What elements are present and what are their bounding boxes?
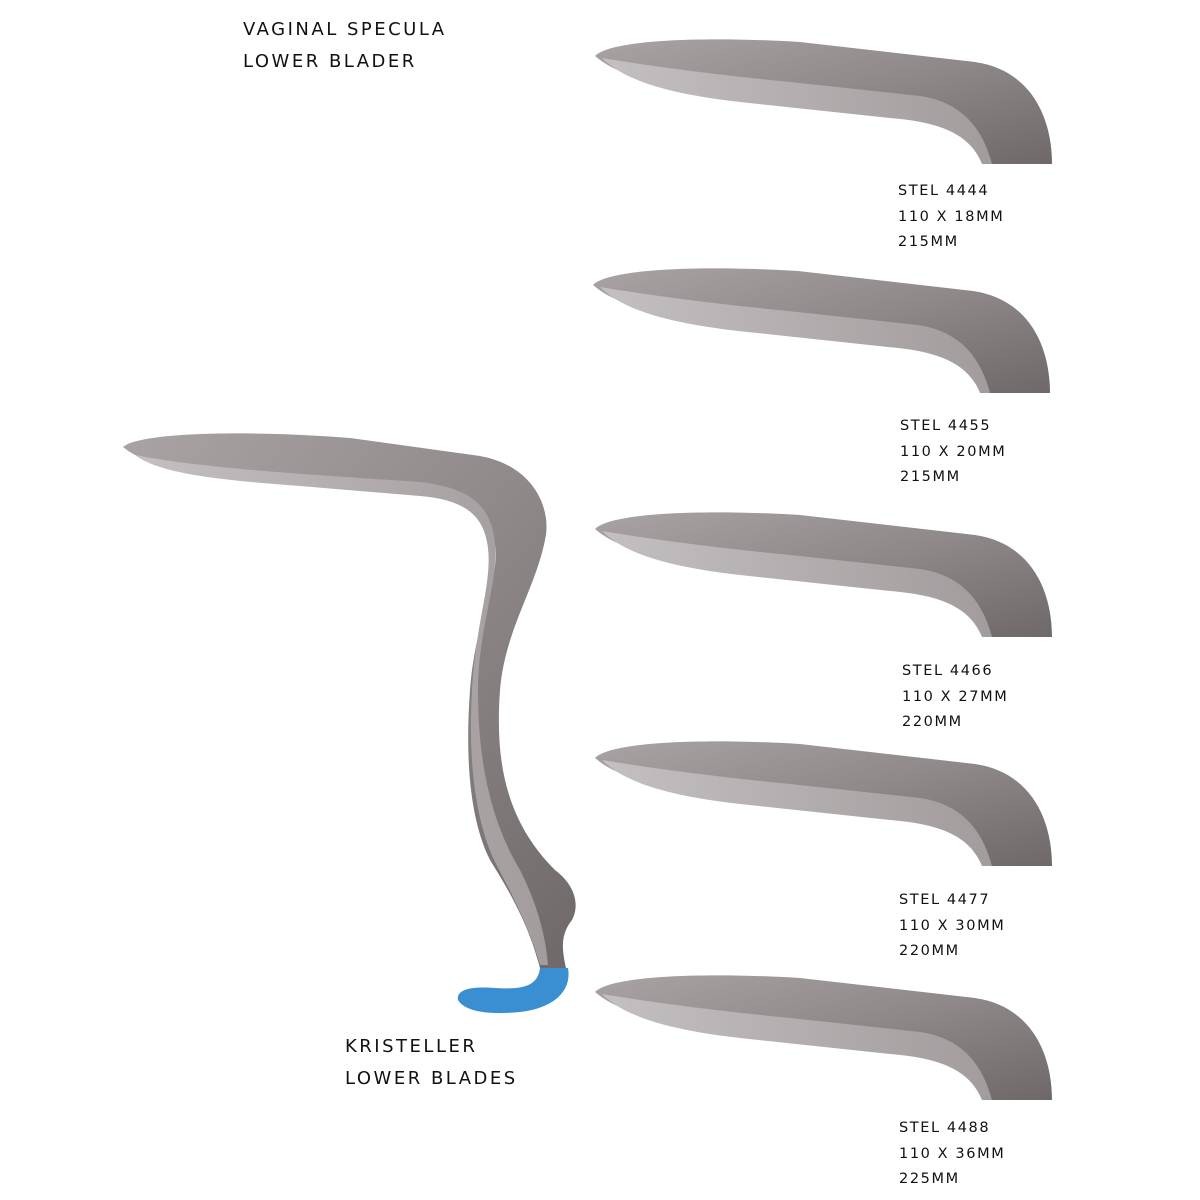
product-length: 215MM — [898, 234, 959, 250]
blade-image-stel-4477 — [595, 741, 1052, 866]
product-size: 110 X 20MM — [900, 443, 1007, 460]
blade-image-stel-4444 — [595, 39, 1052, 164]
product-spec: STEL 4488 110 X 36MM 225MM — [899, 1116, 1005, 1193]
product-size: 110 X 18MM — [898, 208, 1005, 225]
product-spec: STEL 4477 110 X 30MM 220MM — [899, 888, 1005, 965]
kristeller-blade-image — [123, 433, 576, 1014]
heading-line-1: VAGINAL SPECULA — [243, 19, 447, 40]
kristeller-line-1: KRISTELLER — [345, 1036, 478, 1057]
product-code: STEL 4466 — [902, 663, 994, 679]
product-length: 215MM — [900, 469, 961, 485]
product-code: STEL 4444 — [898, 183, 990, 199]
product-length: 220MM — [899, 943, 960, 959]
kristeller-line-2: LOWER BLADES — [345, 1068, 518, 1089]
heading-line-2: LOWER BLADER — [243, 51, 417, 72]
product-size: 110 X 30MM — [899, 917, 1006, 934]
product-size: 110 X 27MM — [902, 688, 1009, 705]
product-spec: STEL 4455 110 X 20MM 215MM — [900, 414, 1006, 491]
product-spec: STEL 4466 110 X 27MM 220MM — [902, 659, 1008, 736]
product-spec: STEL 4444 110 X 18MM 215MM — [898, 179, 1004, 256]
product-code: STEL 4455 — [900, 418, 992, 434]
product-code: STEL 4477 — [899, 892, 991, 908]
catalog-heading: VAGINAL SPECULA LOWER BLADER — [243, 14, 447, 78]
kristeller-label: KRISTELLER LOWER BLADES — [345, 1031, 518, 1095]
kristeller-handle — [457, 968, 569, 1014]
product-length: 220MM — [902, 714, 963, 730]
product-size: 110 X 36MM — [899, 1145, 1006, 1162]
blade-image-stel-4466 — [595, 512, 1052, 637]
blade-image-stel-4455 — [593, 268, 1050, 393]
blade-image-stel-4488 — [595, 975, 1052, 1100]
product-length: 225MM — [899, 1171, 960, 1187]
product-code: STEL 4488 — [899, 1120, 991, 1136]
